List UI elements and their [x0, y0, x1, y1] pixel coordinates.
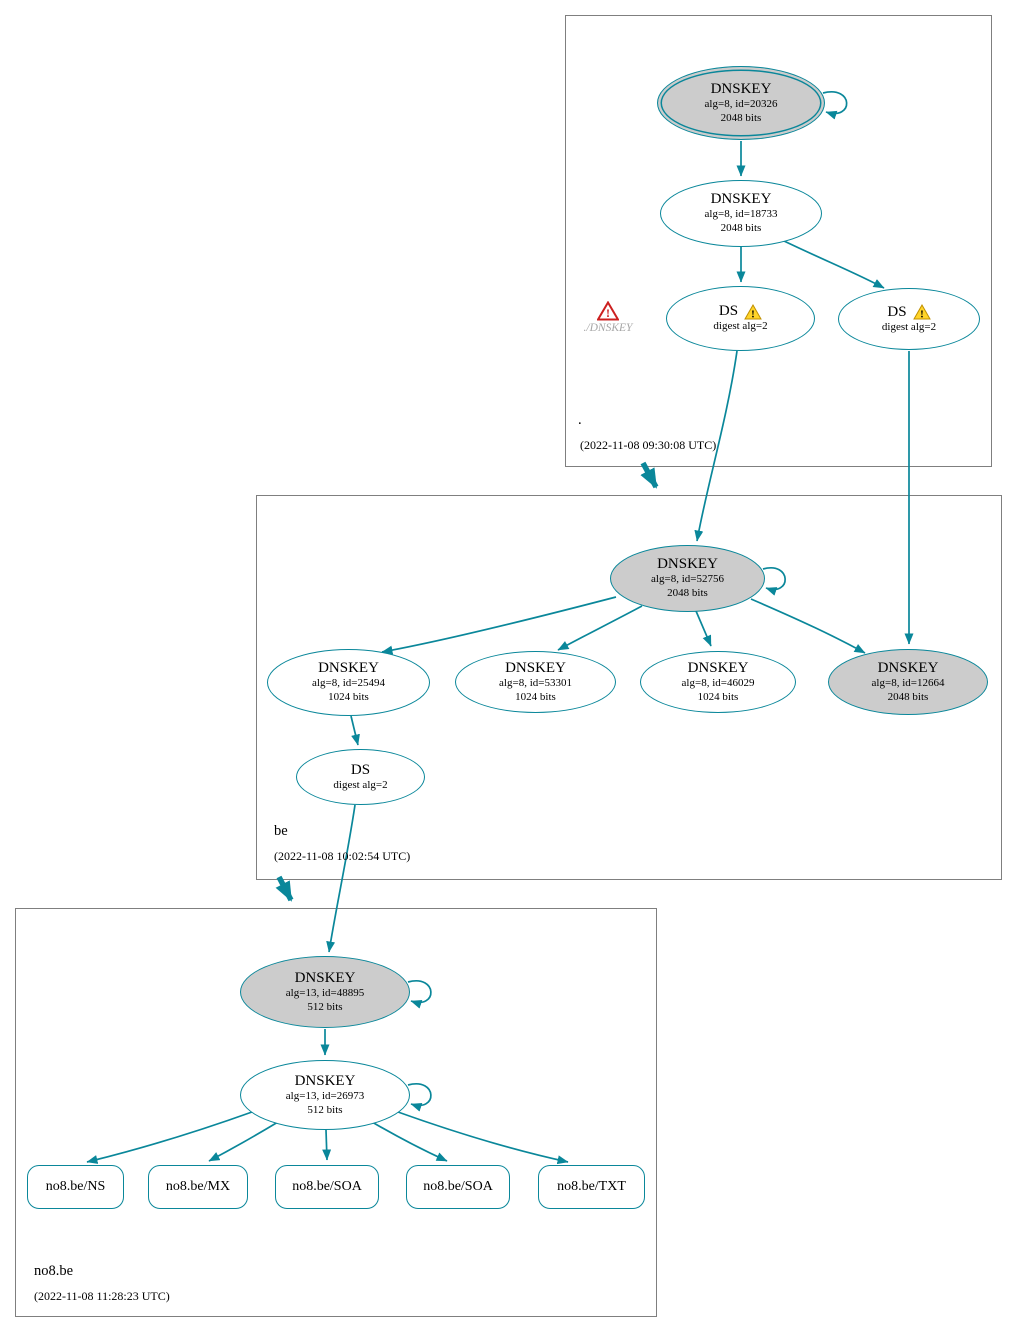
node-title: DS [887, 303, 907, 320]
zone-name-no8be: no8.be [34, 1263, 74, 1279]
dnskey-node-root-ksk: DNSKEY alg=8, id=20326 2048 bits [657, 66, 825, 140]
zone-name-root: . [578, 412, 582, 428]
node-bits: 2048 bits [720, 222, 762, 235]
node-bits: 1024 bits [328, 691, 369, 704]
node-title: DNSKEY [294, 969, 356, 986]
node-bits: 2048 bits [887, 690, 929, 703]
node-detail: alg=13, id=26973 [285, 1089, 365, 1102]
rrset-node-txt: no8.be/TXT [538, 1165, 645, 1209]
node-bits: 512 bits [307, 1000, 343, 1013]
dnskey-node-be-46029: DNSKEY alg=8, id=46029 1024 bits [640, 651, 796, 713]
warning-icon: ! [744, 303, 762, 320]
node-title: DNSKEY [318, 660, 379, 677]
ds-node-be: DS digest alg=2 [296, 749, 425, 805]
node-title: DNSKEY [505, 659, 566, 676]
zone-timestamp-root: (2022-11-08 09:30:08 UTC) [580, 438, 717, 452]
node-bits: 1024 bits [515, 690, 556, 703]
zone-name-be: be [274, 823, 288, 839]
dnskey-node-be-ksk: DNSKEY alg=8, id=52756 2048 bits [610, 545, 765, 612]
rrset-node-mx: no8.be/MX [148, 1165, 248, 1209]
node-title: DNSKEY [710, 191, 772, 208]
ds-node-root-1: DS ! digest alg=2 [666, 286, 815, 351]
rrset-label: no8.be/TXT [557, 1179, 626, 1194]
node-title: DNSKEY [687, 659, 749, 676]
edge-delegation-be-to-no8be [275, 875, 294, 902]
rrset-label: no8.be/SOA [423, 1179, 493, 1194]
node-bits: 1024 bits [697, 690, 739, 703]
dnskey-node-be-12664: DNSKEY alg=8, id=12664 2048 bits [828, 649, 988, 715]
node-detail: alg=8, id=53301 [499, 676, 572, 689]
rrset-node-ns: no8.be/NS [27, 1165, 124, 1209]
zone-timestamp-no8be: (2022-11-08 11:28:23 UTC) [34, 1289, 170, 1303]
zone-box-be [256, 495, 1002, 880]
error-icon: ! [597, 301, 619, 321]
node-title: DS [350, 761, 371, 778]
svg-text:!: ! [606, 306, 610, 320]
svg-text:!: ! [920, 309, 924, 321]
node-detail: alg=8, id=18733 [704, 208, 778, 221]
node-title: DNSKEY [710, 80, 772, 97]
rrset-label: no8.be/NS [45, 1179, 106, 1194]
node-detail: digest alg=2 [881, 320, 937, 333]
node-title: DNSKEY [657, 556, 718, 573]
warning-icon: ! [912, 304, 931, 321]
node-title: DNSKEY [294, 1072, 356, 1089]
node-detail: alg=8, id=25494 [312, 677, 385, 690]
node-detail: digest alg=2 [333, 778, 388, 791]
node-title: DNSKEY [877, 659, 939, 676]
node-detail: alg=8, id=52756 [651, 573, 724, 586]
node-detail: digest alg=2 [713, 320, 768, 333]
ds-node-root-2: DS ! digest alg=2 [838, 288, 980, 350]
node-title: DS [718, 303, 739, 319]
svg-text:!: ! [751, 308, 755, 320]
error-label: ./DNSKEY [583, 322, 633, 334]
node-bits: 512 bits [307, 1103, 343, 1116]
node-detail: alg=13, id=48895 [285, 986, 365, 999]
rrset-node-soa-1: no8.be/SOA [275, 1165, 379, 1209]
dnskey-node-no8-ksk: DNSKEY alg=13, id=48895 512 bits [240, 956, 410, 1028]
rrset-label: no8.be/SOA [292, 1179, 362, 1194]
node-detail: alg=8, id=12664 [871, 676, 945, 689]
node-bits: 2048 bits [667, 587, 708, 600]
zone-box-root [565, 15, 992, 467]
rrset-node-soa-2: no8.be/SOA [406, 1165, 510, 1209]
rrset-label: no8.be/MX [165, 1179, 231, 1194]
node-bits: 2048 bits [720, 111, 762, 124]
dnskey-node-no8-zsk: DNSKEY alg=13, id=26973 512 bits [240, 1060, 410, 1130]
error-node-root-dnskey: ! ./DNSKEY [573, 301, 643, 334]
zone-timestamp-be: (2022-11-08 10:02:54 UTC) [274, 849, 411, 863]
dnskey-node-be-53301: DNSKEY alg=8, id=53301 1024 bits [455, 651, 616, 713]
node-detail: alg=8, id=46029 [681, 676, 755, 689]
dnskey-node-root-zsk: DNSKEY alg=8, id=18733 2048 bits [660, 180, 822, 247]
node-detail: alg=8, id=20326 [704, 97, 778, 110]
dnskey-node-be-25494: DNSKEY alg=8, id=25494 1024 bits [267, 649, 430, 716]
